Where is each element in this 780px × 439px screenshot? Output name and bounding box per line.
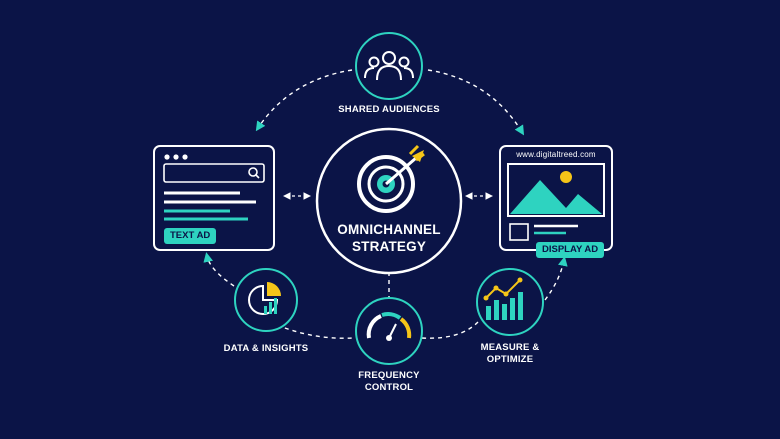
search-icon: [248, 167, 260, 179]
shared-audiences-node: [355, 32, 423, 100]
trend-chart-icon: [483, 277, 523, 320]
display-ad-window: [499, 145, 613, 251]
frequency-control-node: [355, 297, 423, 365]
search-bar: [163, 163, 265, 183]
arc-data-to-text-ad: [203, 252, 235, 287]
measure-label-line1: MEASURE &: [480, 342, 540, 353]
arc-measure-to-display-ad: [544, 256, 568, 301]
frequency-control-label: FREQUENCY CONTROL: [339, 370, 439, 394]
frequency-label-line1: FREQUENCY: [358, 370, 420, 381]
center-title: OMNICHANNEL STRATEGY: [319, 222, 459, 256]
target-icon: [357, 144, 425, 213]
center-title-line2: STRATEGY: [351, 238, 427, 254]
measure-optimize-node: [476, 268, 544, 336]
arc-audiences-to-text-ad: [255, 69, 353, 132]
measure-label-line2: OPTIMIZE: [486, 353, 534, 365]
display-ad-badge: DISPLAY AD: [536, 242, 605, 258]
data-insights-label: DATA & INSIGHTS: [223, 343, 309, 354]
text-ad-badge: TEXT AD: [164, 228, 217, 244]
gauge-icon: [366, 312, 412, 341]
image-icon: [507, 163, 605, 217]
shared-audiences-label: SHARED AUDIENCES: [338, 104, 440, 115]
center-hub: [315, 127, 463, 275]
display-ad-url: www.digitaltreed.com: [516, 150, 596, 159]
frequency-label-line2: CONTROL: [364, 381, 414, 393]
pie-chart-icon: [248, 282, 281, 315]
measure-optimize-label: MEASURE & OPTIMIZE: [460, 342, 560, 366]
center-title-line1: OMNICHANNEL: [337, 222, 441, 237]
arc-frequency-to-measure: [421, 321, 479, 339]
data-insights-node: [234, 268, 298, 332]
people-icon: [364, 51, 414, 81]
arc-audiences-to-display-ad: [427, 69, 525, 136]
text-ad-window: [153, 145, 275, 251]
